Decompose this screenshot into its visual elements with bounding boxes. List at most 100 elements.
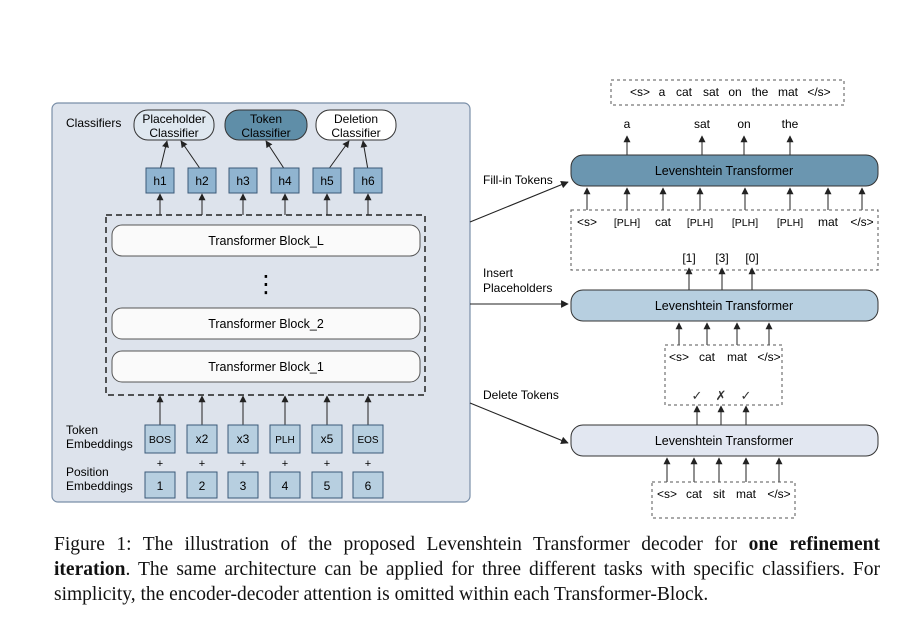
cross-icon: ✗ — [716, 388, 727, 403]
insert-model: Levenshtein Transformer — [570, 289, 879, 322]
classifier-pill — [133, 109, 215, 141]
token-embeddings-label-line2: Embeddings — [66, 437, 133, 451]
embedding-to-stack-arrows — [156, 395, 372, 425]
hidden-state-h4 — [270, 167, 300, 194]
hidden-state-label: h2 — [195, 174, 209, 188]
fill-input-arrows — [583, 187, 866, 210]
hidden-state-h5 — [312, 167, 342, 194]
placeholder-tokens: <s> [PLH] cat [PLH] [PLH] [PLH] mat </s> — [577, 215, 874, 229]
stage-connectors — [469, 181, 569, 444]
connector-fill — [469, 181, 569, 223]
output-token: on — [728, 85, 741, 99]
stage-label-insert-line1: Insert — [483, 266, 514, 280]
input-token: mat — [736, 487, 757, 501]
model-label: Levenshtein Transformer — [655, 434, 793, 448]
left-panel: Classifiers Placeholder Classifier Token… — [51, 102, 471, 503]
hidden-state-row: h1 h2 h3 h4 h5 h6 — [145, 167, 383, 194]
output-token: <s> — [630, 85, 650, 99]
figure-caption: Figure 1: The illustration of the propos… — [54, 532, 880, 607]
classifier-placeholder: Placeholder Classifier — [133, 109, 215, 141]
position-embeddings-label-line2: Embeddings — [66, 479, 133, 493]
output-token: a — [659, 85, 666, 99]
token-label: EOS — [357, 435, 378, 446]
fill-output-arrows — [623, 135, 794, 155]
fill-in-model: Levenshtein Transformer — [570, 154, 879, 187]
position-label: 5 — [324, 479, 331, 493]
model-label: Levenshtein Transformer — [655, 299, 793, 313]
plus-signs: + + + + + + — [157, 458, 371, 470]
plh-token: cat — [655, 215, 672, 229]
insert-output-arrows — [685, 267, 756, 290]
transformer-block-2: Transformer Block_2 — [111, 307, 421, 340]
delete-output-arrows — [693, 405, 750, 425]
output-token: sat — [703, 85, 720, 99]
token-label: x2 — [196, 432, 209, 446]
token-embeddings-label-line1: Token — [66, 423, 98, 437]
plus-sign: + — [282, 458, 288, 470]
insert-count: [1] — [682, 251, 695, 265]
plh-token: </s> — [850, 215, 873, 229]
hidden-state-h2 — [187, 167, 217, 194]
transformer-block-l: Transformer Block_L — [111, 224, 421, 257]
plh-token: <s> — [577, 215, 597, 229]
classifier-deletion: Deletion Classifier — [315, 109, 397, 141]
caption-bold: one refinement iteration — [54, 534, 880, 580]
filled-word: on — [737, 117, 750, 131]
position-label: 1 — [157, 479, 164, 493]
plh-token: mat — [818, 215, 839, 229]
levenshtein-transformer-box — [570, 289, 879, 322]
plus-sign: + — [365, 458, 371, 470]
stage-label-fill: Fill-in Tokens — [483, 173, 553, 187]
arrow — [180, 140, 202, 171]
token-embedding — [186, 424, 218, 454]
hidden-state-h6 — [353, 167, 383, 194]
position-embedding — [311, 471, 343, 499]
input-token: <s> — [657, 487, 677, 501]
placeholder-sequence-box — [570, 209, 879, 271]
position-label: 2 — [199, 479, 206, 493]
filled-words: a sat on the — [624, 117, 799, 131]
output-token: the — [752, 85, 769, 99]
delete-input-arrows — [663, 457, 783, 482]
arrow — [159, 140, 169, 171]
position-label: 4 — [282, 479, 289, 493]
hidden-state-h3 — [228, 167, 258, 194]
input-token: </s> — [767, 487, 790, 501]
transformer-block — [111, 224, 421, 257]
position-embedding — [186, 471, 218, 499]
insert-count: [0] — [745, 251, 758, 265]
hidden-state-label: h6 — [361, 174, 375, 188]
classifier-name: Placeholder — [142, 112, 205, 126]
insert-count: [3] — [715, 251, 728, 265]
plh-token: [PLH] — [687, 217, 713, 229]
position-label: 3 — [240, 479, 247, 493]
plh-token: [PLH] — [777, 217, 803, 229]
plus-sign: + — [324, 458, 330, 470]
token-embedding-row: BOS x2 x3 PLH x5 EOS — [144, 424, 384, 454]
position-embedding — [144, 471, 176, 499]
position-embeddings-label-line1: Position — [66, 465, 109, 479]
input-tokens: <s> cat sit mat </s> — [657, 487, 791, 501]
transformer-block-label: Transformer Block_1 — [208, 360, 324, 374]
insert-counts: [1] [3] [0] — [682, 251, 758, 265]
delete-model: Levenshtein Transformer — [570, 424, 879, 457]
token-embedding — [227, 424, 259, 454]
ellipsis: ⋮ — [254, 271, 278, 298]
classifier-type: Classifier — [331, 126, 380, 140]
output-token: </s> — [807, 85, 830, 99]
position-embedding — [227, 471, 259, 499]
plus-sign: + — [240, 458, 246, 470]
arrow — [265, 140, 286, 171]
kept-token: cat — [699, 350, 716, 364]
hidden-state-label: h3 — [236, 174, 250, 188]
stage-label-delete: Delete Tokens — [483, 388, 559, 402]
output-tokens: <s> a cat sat on the mat </s> — [630, 85, 831, 99]
token-label: BOS — [149, 434, 171, 446]
levenshtein-transformer-box — [570, 154, 879, 187]
caption-part2: . The same architecture can be applied f… — [54, 559, 880, 605]
classifier-type: Classifier — [149, 126, 198, 140]
delete-marks: ✓ ✗ ✓ — [692, 388, 752, 403]
stage-label-insert-line2: Placeholders — [483, 281, 552, 295]
caption-part1: Figure 1: The illustration of the propos… — [54, 534, 749, 555]
token-embedding — [311, 424, 343, 454]
